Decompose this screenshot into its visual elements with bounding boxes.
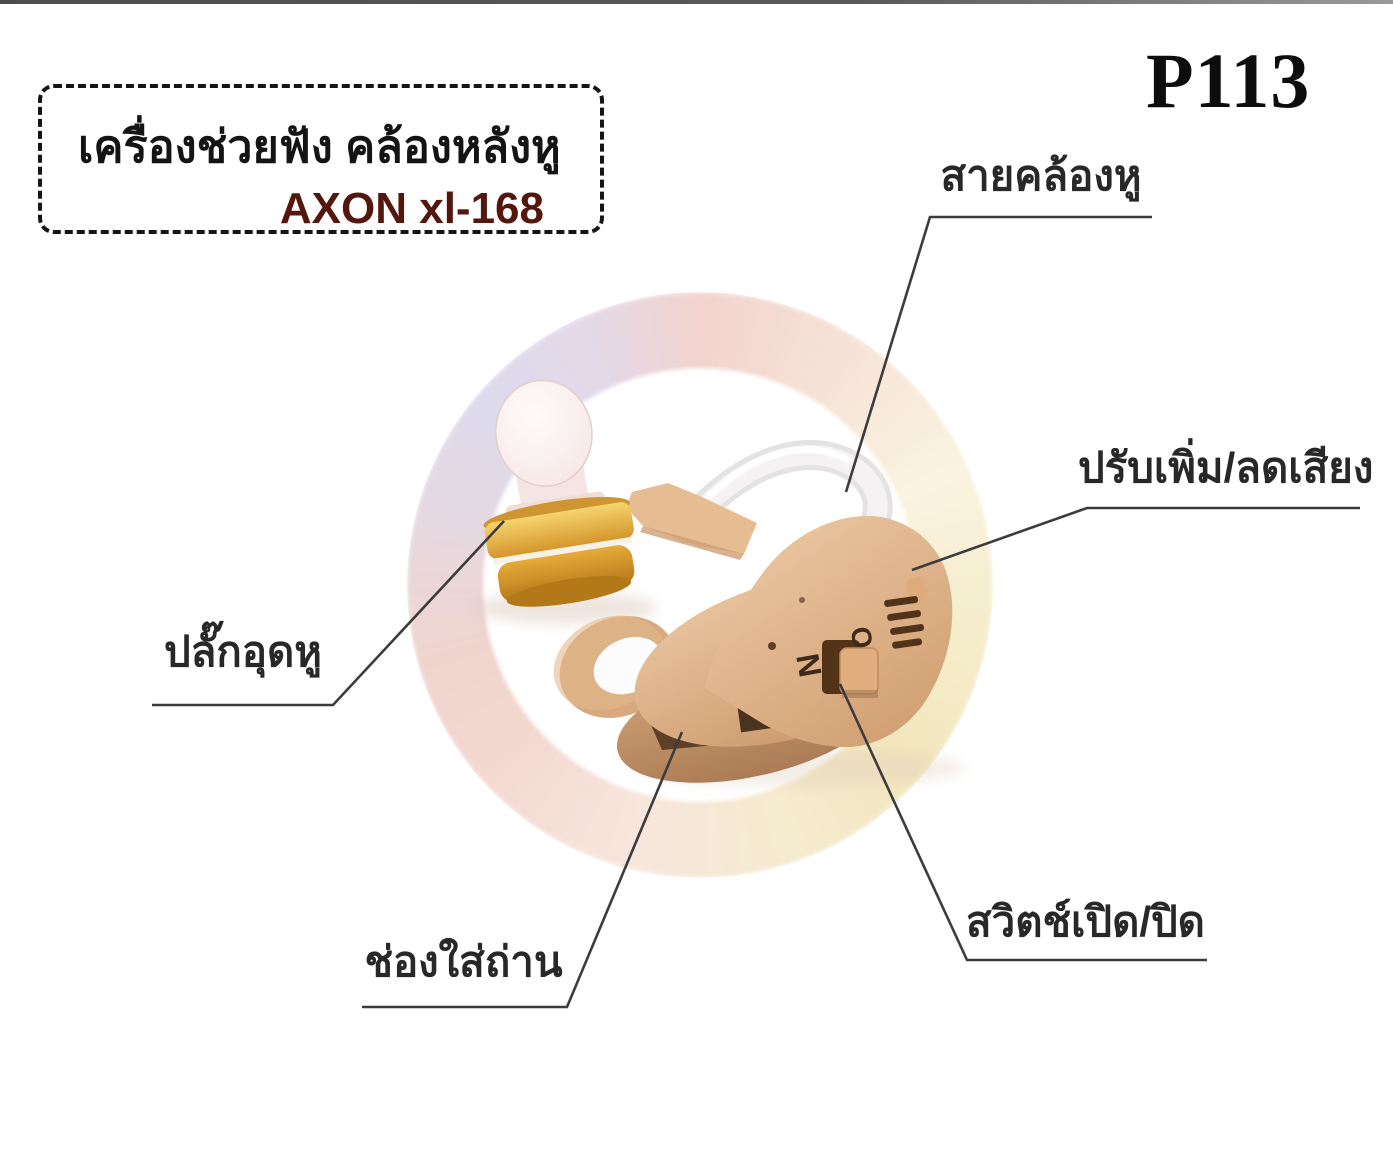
pointer-volume [911,506,1360,572]
pointer-ear-plug [152,520,505,707]
power-switch: N O [768,597,879,698]
gold-upper-band [484,502,634,559]
label-volume-control: ปรับเพิ่ม/ลดเสียง [1078,444,1374,491]
pointer-switch [838,683,1207,962]
gold-gap-line [492,536,633,565]
connector-shade [640,526,744,560]
pointer-ear-hook [844,215,1152,493]
ear-plug-assembly [483,379,635,607]
switch-marking-o: O [844,624,878,651]
gold-base [506,575,632,607]
ear-hook-tube [671,439,893,543]
switch-knob [839,647,879,695]
page-code: P113 [1146,37,1311,124]
label-power-switch: สวิตช์เปิด/ปิด [966,898,1205,945]
tube-connector [626,483,757,554]
label-battery-slot: ช่องใส่ถ่าน [364,938,563,985]
pointer-battery [362,731,684,1009]
pointer-lines [152,215,1360,1009]
label-ear-plug: ปลั๊กอุดหู [163,628,322,675]
title-line1: เครื่องช่วยฟัง คล้องหลังหู [78,121,561,172]
volume-wheel [884,577,928,649]
dome-tip [495,379,593,487]
label-ear-hook: สายคล้องหู [940,152,1142,199]
title-box: เครื่องช่วยฟัง คล้องหลังหู AXON xl-168 [38,84,604,234]
top-border-line [0,0,1393,4]
microphone-hole [768,642,776,650]
device-body [705,515,953,748]
title-model: AXON xl-168 [279,184,544,233]
